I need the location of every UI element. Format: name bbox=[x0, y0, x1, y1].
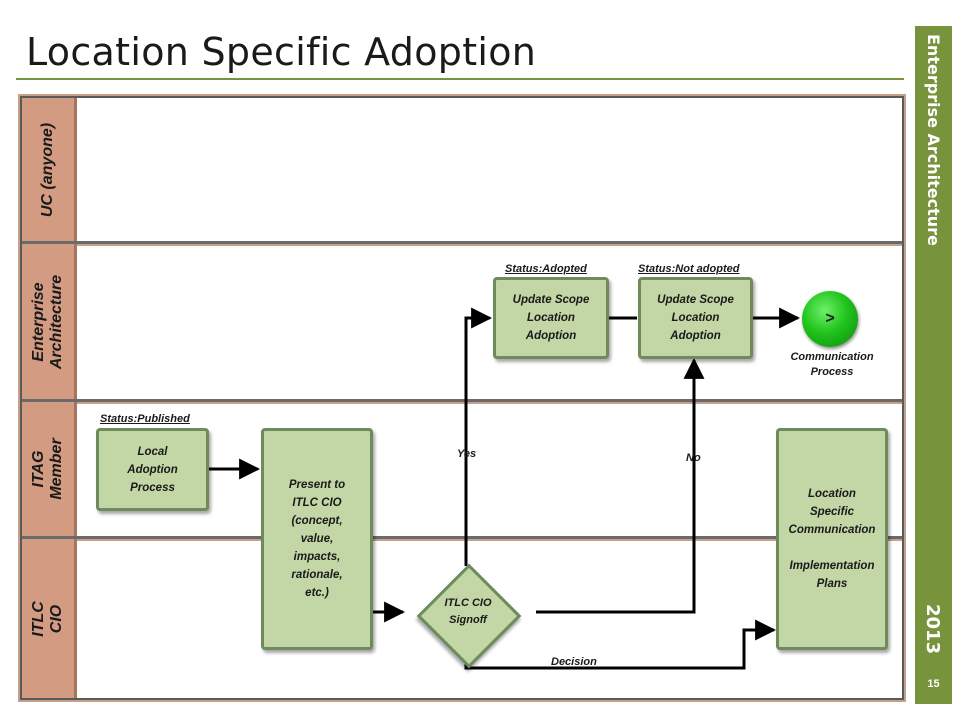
edge-label-no: No bbox=[686, 452, 701, 464]
lane-itlc-cio: ITLC CIO bbox=[22, 539, 902, 698]
title-underline bbox=[16, 78, 904, 80]
lane-enterprise-architecture: Enterprise Architecture bbox=[22, 244, 902, 402]
arrow-decision bbox=[464, 619, 777, 670]
lane-label-uc: UC (anyone) bbox=[22, 98, 77, 241]
side-bar: Enterprise Architecture 2013 15 bbox=[915, 26, 952, 704]
status-published: Status:Published bbox=[100, 413, 190, 425]
lane-label-itlc-cio: ITLC CIO bbox=[22, 539, 77, 698]
lane-label-enterprise-architecture: Enterprise Architecture bbox=[22, 244, 77, 399]
communication-process-label: Communication Process bbox=[790, 351, 874, 378]
local-adoption-process-box[interactable]: Local Adoption Process bbox=[96, 428, 209, 511]
communication-process-connector[interactable]: > bbox=[802, 291, 858, 347]
page-number: 15 bbox=[927, 678, 940, 690]
communication-implementation-plans-box[interactable]: Location Specific Communication Implemen… bbox=[776, 428, 888, 650]
status-not-adopted: Status:Not adopted bbox=[638, 263, 740, 275]
lane-label-itag-member: ITAG Member bbox=[22, 402, 77, 536]
status-adopted: Status:Adopted bbox=[505, 263, 587, 275]
signoff-decision-label: ITLC CIO Signoff bbox=[444, 597, 492, 626]
lane-uc: UC (anyone) bbox=[22, 98, 902, 244]
arrow-no bbox=[536, 357, 705, 614]
present-to-itlc-cio-box[interactable]: Present to ITLC CIO (concept, value, imp… bbox=[261, 428, 373, 650]
edge-label-yes: Yes bbox=[457, 448, 477, 460]
connector-symbol: > bbox=[825, 310, 835, 327]
arrow-yes bbox=[464, 307, 493, 566]
edge-label-decision: Decision bbox=[551, 656, 597, 668]
lane-itag-member: ITAG Member bbox=[22, 402, 902, 539]
update-scope-adopted-box[interactable]: Update Scope Location Adoption bbox=[493, 277, 609, 359]
slide-title: Location Specific Adoption bbox=[26, 30, 537, 74]
update-scope-not-adopted-box[interactable]: Update Scope Location Adoption bbox=[638, 277, 753, 359]
